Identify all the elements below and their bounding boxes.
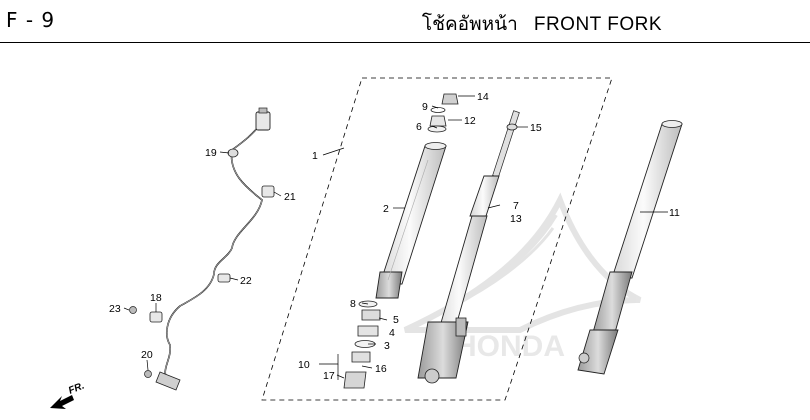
title-english: FRONT FORK: [533, 14, 662, 35]
front-direction-indicator: FR.: [50, 381, 86, 409]
callout-14: 14: [477, 91, 489, 103]
connector-part: [255, 111, 271, 131]
watermark-text: HONDA: [455, 330, 565, 363]
fork-bolt-part: [441, 93, 459, 105]
callout-2: 2: [383, 203, 389, 215]
header-divider: [0, 42, 810, 43]
outer-tube-part: [375, 142, 447, 299]
front-fork-exploded-diagram: HONDA: [50, 77, 683, 409]
callout-22: 22: [240, 275, 252, 287]
inner-tube-part: [417, 110, 520, 384]
callout-10: 10: [298, 359, 310, 371]
callout-7: 7: [513, 200, 519, 212]
callout-15: 15: [530, 122, 542, 134]
callout-18: 18: [150, 292, 162, 304]
assembly-outline: [261, 77, 613, 401]
callout-4: 4: [389, 327, 395, 339]
arrow-icon: [50, 395, 74, 409]
callout-8: 8: [350, 298, 356, 310]
callout-23: 23: [109, 303, 121, 315]
callout-19: 19: [205, 147, 217, 159]
page-title: โช้คอัพหน้า FRONT FORK: [422, 9, 662, 39]
fork-assembly-part: [577, 120, 683, 375]
callout-6: 6: [416, 121, 422, 133]
callout-20: 20: [141, 349, 153, 361]
page-header: F - 9 โช้คอัพหน้า FRONT FORK: [0, 0, 810, 44]
callout-13: 13: [510, 213, 522, 225]
small-parts: [343, 93, 518, 389]
callout-17: 17: [323, 370, 335, 382]
callout-16: 16: [375, 363, 387, 375]
speed-sensor-wire: [129, 107, 275, 391]
callout-11: 11: [669, 207, 680, 219]
leader-lines: [123, 95, 668, 380]
title-thai: โช้คอัพหน้า: [421, 13, 518, 35]
wheel-sensor-part: [155, 371, 181, 391]
callout-12: 12: [464, 115, 476, 127]
callout-21: 21: [284, 191, 296, 203]
callout-labels: 1 2 3 4 5 6 7 8 9 10 11 12 13 14 15 16 1…: [109, 91, 680, 382]
direction-label: FR.: [67, 381, 86, 397]
callout-9: 9: [422, 101, 428, 113]
page-code: F - 9: [6, 8, 56, 32]
callout-3: 3: [384, 340, 390, 352]
callout-1: 1: [312, 150, 318, 162]
callout-5: 5: [393, 314, 399, 326]
